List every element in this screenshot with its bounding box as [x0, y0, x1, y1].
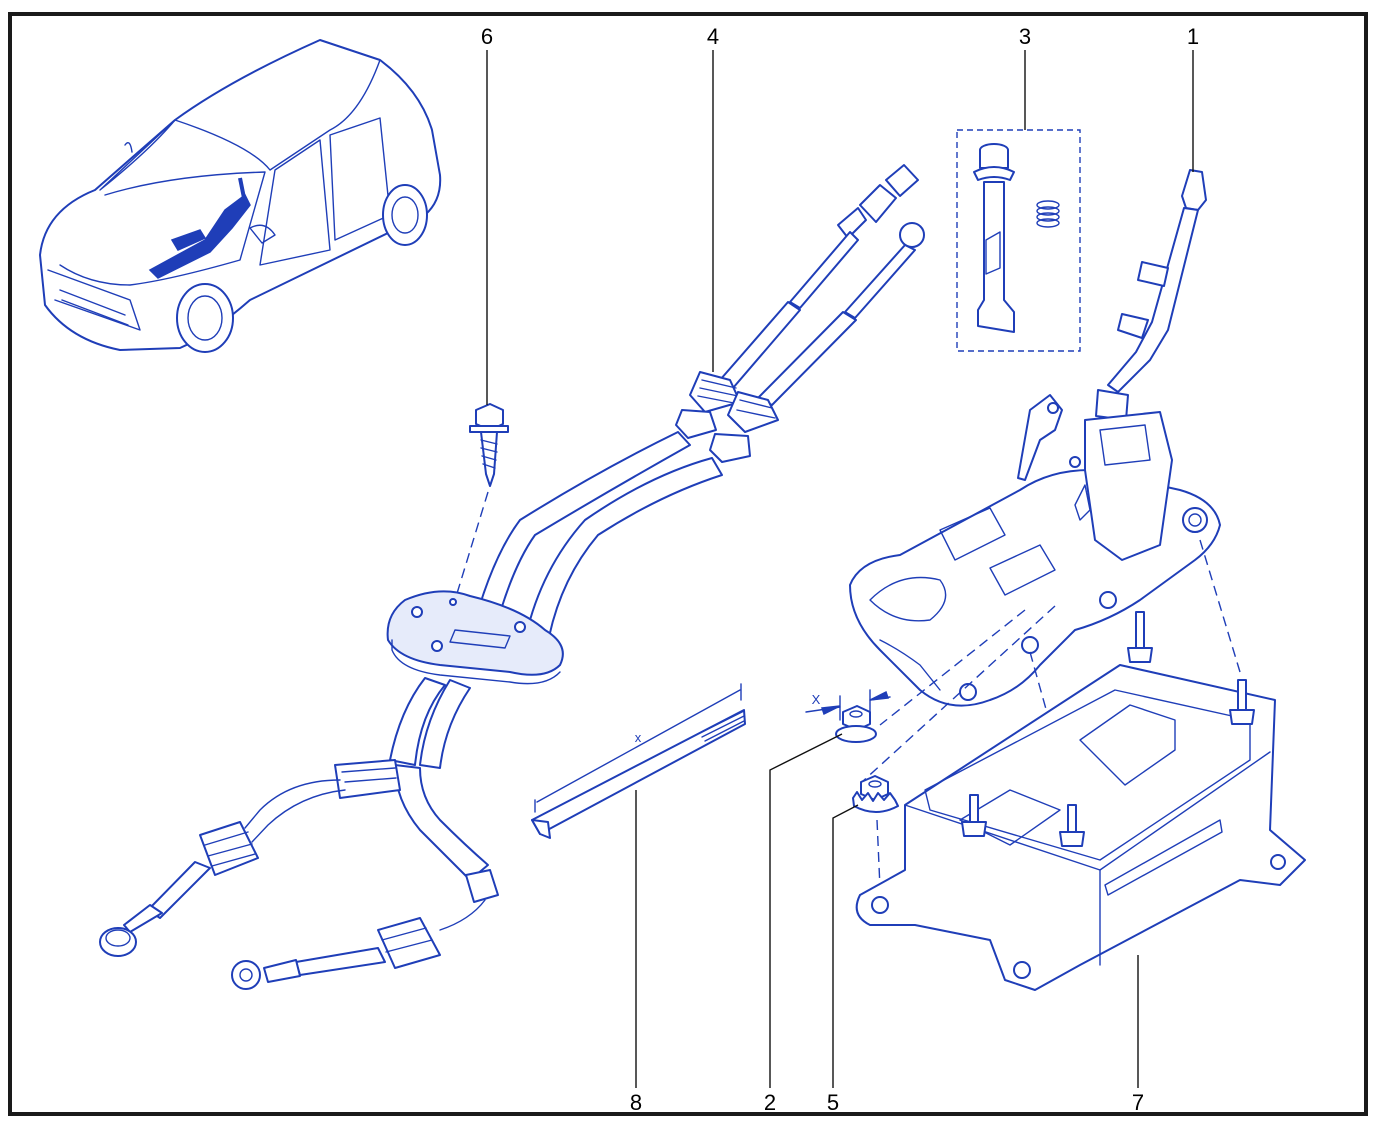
callout-6: 6 [481, 24, 493, 49]
vehicle-locator-illustration [39, 39, 442, 353]
pin-part-3 [973, 143, 1015, 333]
spring-part-3 [1036, 200, 1060, 228]
part-3-detail-box [956, 129, 1081, 352]
base-plate-part-7 [855, 611, 1306, 991]
tie-dimension-label: x [635, 730, 642, 745]
diagram-frame [8, 12, 1368, 1116]
nut-dimension-x: X [805, 689, 891, 721]
callout-4: 4 [707, 24, 719, 49]
tie-strap-part-8: x [531, 683, 746, 839]
lever-housing [849, 394, 1221, 707]
gear-lever-part-1 [1095, 169, 1207, 421]
callout-3: 3 [1019, 24, 1031, 49]
flange-nut-part-2 [835, 705, 877, 743]
bolt-axis-line [454, 491, 489, 601]
callout-1: 1 [1187, 24, 1199, 49]
callout-8: 8 [630, 1090, 642, 1115]
alignment-line-right [1199, 539, 1241, 673]
alignment-line-nut-2 [861, 605, 1056, 783]
callout-2: 2 [764, 1090, 776, 1115]
alignment-line-base [876, 819, 881, 889]
callout-7: 7 [1132, 1090, 1144, 1115]
serrated-nut-part-5 [852, 775, 899, 813]
leader-lines [486, 50, 1194, 1088]
bolt-part-6 [469, 403, 509, 487]
callout-5: 5 [827, 1090, 839, 1115]
cable-assembly-part-4 [99, 164, 925, 990]
nut-dimension-label: X [812, 692, 821, 707]
